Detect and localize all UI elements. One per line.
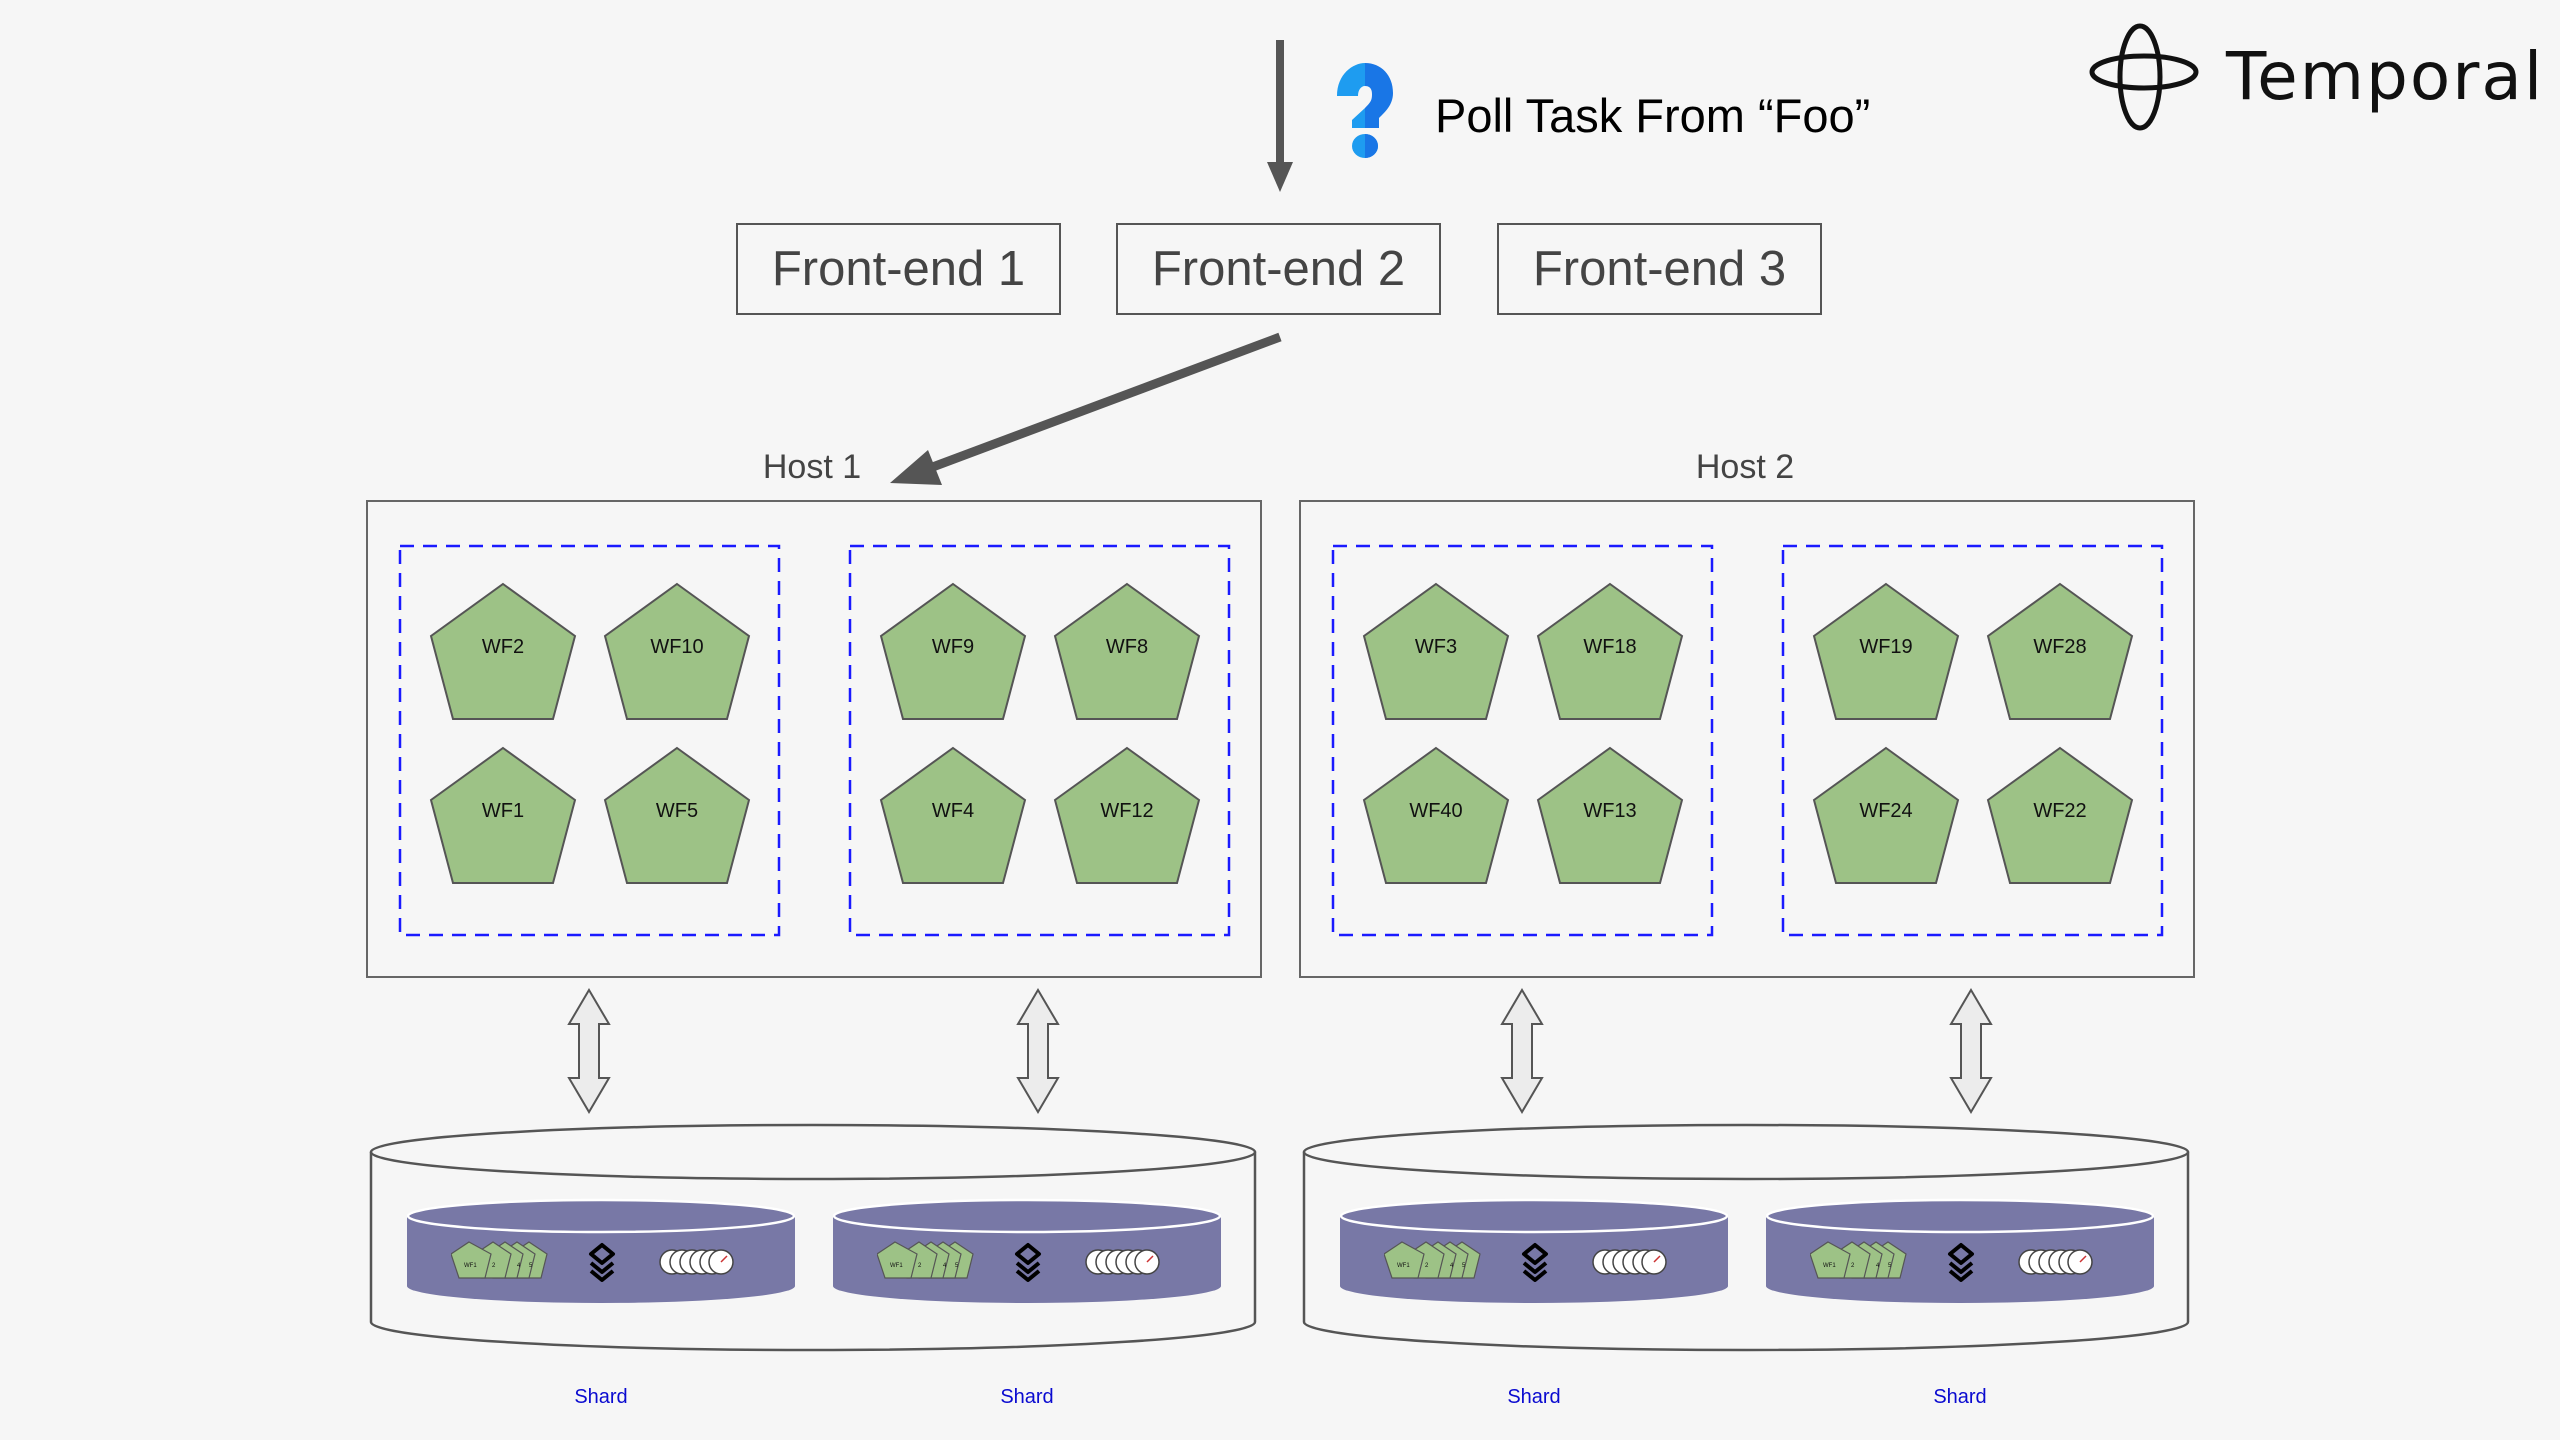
- svg-text:2: 2: [918, 1263, 922, 1269]
- svg-text:4: 4: [1450, 1263, 1454, 1269]
- workflow-label: WF5: [655, 800, 699, 822]
- frontend-1-box[interactable]: Front-end 1: [736, 223, 1061, 315]
- svg-text:WF1: WF1: [1823, 1263, 1836, 1269]
- workflow-pentagon[interactable]: WF13: [1536, 746, 1684, 886]
- layers-icon: [589, 1243, 615, 1282]
- workflow-pentagon[interactable]: WF8: [1053, 582, 1201, 722]
- workflow-pentagon[interactable]: WF19: [1812, 582, 1960, 722]
- workflow-stack-icon: WF1 2 4 5: [451, 1241, 548, 1279]
- svg-text:2: 2: [492, 1263, 496, 1269]
- svg-text:4: 4: [943, 1263, 947, 1269]
- stopwatch-stack-icon: [2018, 1249, 2093, 1275]
- svg-text:2: 2: [1425, 1263, 1429, 1269]
- routing-arrow: [890, 332, 1282, 485]
- workflow-group: WF19 WF28 WF24 WF22: [1781, 544, 2164, 937]
- workflow-pentagon[interactable]: WF10: [603, 582, 751, 722]
- workflow-pentagon[interactable]: WF3: [1362, 582, 1510, 722]
- database-cylinder: WF1 2 4 5 Shard WF1 2 4 5: [1302, 1122, 2191, 1408]
- host-1-box: WF2 WF10 WF1 WF5 WF9 WF8 WF4 WF12: [366, 500, 1262, 978]
- svg-text:WF1: WF1: [1397, 1263, 1410, 1269]
- workflow-stack-icon: WF1 2 4 5: [1810, 1241, 1907, 1279]
- host-1-label: Host 1: [762, 448, 862, 486]
- svg-text:5: 5: [955, 1263, 959, 1269]
- workflow-pentagon[interactable]: WF24: [1812, 746, 1960, 886]
- database-cylinder: WF1 2 4 5 Shard WF1 2 4 5: [369, 1122, 1258, 1408]
- workflow-pentagon[interactable]: WF9: [879, 582, 1027, 722]
- workflow-pentagon[interactable]: WF28: [1986, 582, 2134, 722]
- shard-label: Shard: [1933, 1386, 1987, 1408]
- poll-task-label: Poll Task From “Foo”: [1435, 89, 1871, 142]
- svg-text:WF1: WF1: [890, 1263, 903, 1269]
- workflow-label: WF13: [1583, 800, 1637, 822]
- host-2-label: Host 2: [1695, 448, 1795, 486]
- stopwatch-stack-icon: [1085, 1249, 1160, 1275]
- shard-cylinder[interactable]: WF1 2 4 5 Shard: [1340, 1198, 1728, 1408]
- bidirectional-arrow-icon: [1500, 988, 1544, 1114]
- svg-text:4: 4: [1876, 1263, 1880, 1269]
- workflow-pentagon[interactable]: WF5: [603, 746, 751, 886]
- shard-label: Shard: [1000, 1386, 1054, 1408]
- workflow-label: WF22: [2033, 800, 2087, 822]
- layers-icon: [1015, 1243, 1041, 1282]
- workflow-pentagon[interactable]: WF22: [1986, 746, 2134, 886]
- workflow-label: WF4: [931, 800, 975, 822]
- shard-cylinder[interactable]: WF1 2 4 5 Shard: [407, 1198, 795, 1408]
- workflow-pentagon[interactable]: WF18: [1536, 582, 1684, 722]
- workflow-group: WF9 WF8 WF4 WF12: [848, 544, 1231, 937]
- workflow-label: WF9: [931, 636, 975, 658]
- workflow-label: WF24: [1859, 800, 1913, 822]
- workflow-pentagon[interactable]: WF4: [879, 746, 1027, 886]
- workflow-stack-icon: WF1 2 4 5: [1384, 1241, 1481, 1279]
- svg-text:WF1: WF1: [464, 1263, 477, 1269]
- shard-label: Shard: [574, 1386, 628, 1408]
- svg-text:4: 4: [517, 1263, 521, 1269]
- bidirectional-arrow-icon: [1016, 988, 1060, 1114]
- layers-icon: [1522, 1243, 1548, 1282]
- stopwatch-stack-icon: [659, 1249, 734, 1275]
- workflow-label: WF28: [2033, 636, 2087, 658]
- workflow-label: WF19: [1859, 636, 1913, 658]
- bidirectional-arrow-icon: [1949, 988, 1993, 1114]
- frontend-2-box[interactable]: Front-end 2: [1116, 223, 1441, 315]
- workflow-pentagon[interactable]: WF40: [1362, 746, 1510, 886]
- incoming-poll-arrow: [1267, 40, 1293, 192]
- layers-icon: [1948, 1243, 1974, 1282]
- question-mark-icon: [1337, 63, 1393, 158]
- workflow-pentagon[interactable]: WF2: [429, 582, 577, 722]
- workflow-label: WF18: [1583, 636, 1637, 658]
- temporal-logo-text: Temporal: [2226, 38, 2545, 115]
- workflow-pentagon[interactable]: WF1: [429, 746, 577, 886]
- workflow-group: WF2 WF10 WF1 WF5: [398, 544, 781, 937]
- host-2-box: WF3 WF18 WF40 WF13 WF19 WF28 WF24 WF22: [1299, 500, 2195, 978]
- temporal-logo-icon: [2089, 23, 2199, 131]
- svg-text:2: 2: [1851, 1263, 1855, 1269]
- workflow-pentagon[interactable]: WF12: [1053, 746, 1201, 886]
- shard-cylinder[interactable]: WF1 2 4 5 Shard: [833, 1198, 1221, 1408]
- bidirectional-arrow-icon: [567, 988, 611, 1114]
- workflow-label: WF8: [1105, 636, 1149, 658]
- frontend-3-box[interactable]: Front-end 3: [1497, 223, 1822, 315]
- svg-text:5: 5: [1888, 1263, 1892, 1269]
- svg-text:5: 5: [1462, 1263, 1466, 1269]
- shard-label: Shard: [1507, 1386, 1561, 1408]
- workflow-stack-icon: WF1 2 4 5: [877, 1241, 974, 1279]
- workflow-group: WF3 WF18 WF40 WF13: [1331, 544, 1714, 937]
- workflow-label: WF3: [1414, 636, 1458, 658]
- workflow-label: WF10: [650, 636, 704, 658]
- svg-text:5: 5: [529, 1263, 533, 1269]
- workflow-label: WF1: [481, 800, 525, 822]
- shard-cylinder[interactable]: WF1 2 4 5 Shard: [1766, 1198, 2154, 1408]
- stopwatch-stack-icon: [1592, 1249, 1667, 1275]
- workflow-label: WF12: [1100, 800, 1154, 822]
- workflow-label: WF2: [481, 636, 525, 658]
- workflow-label: WF40: [1409, 800, 1463, 822]
